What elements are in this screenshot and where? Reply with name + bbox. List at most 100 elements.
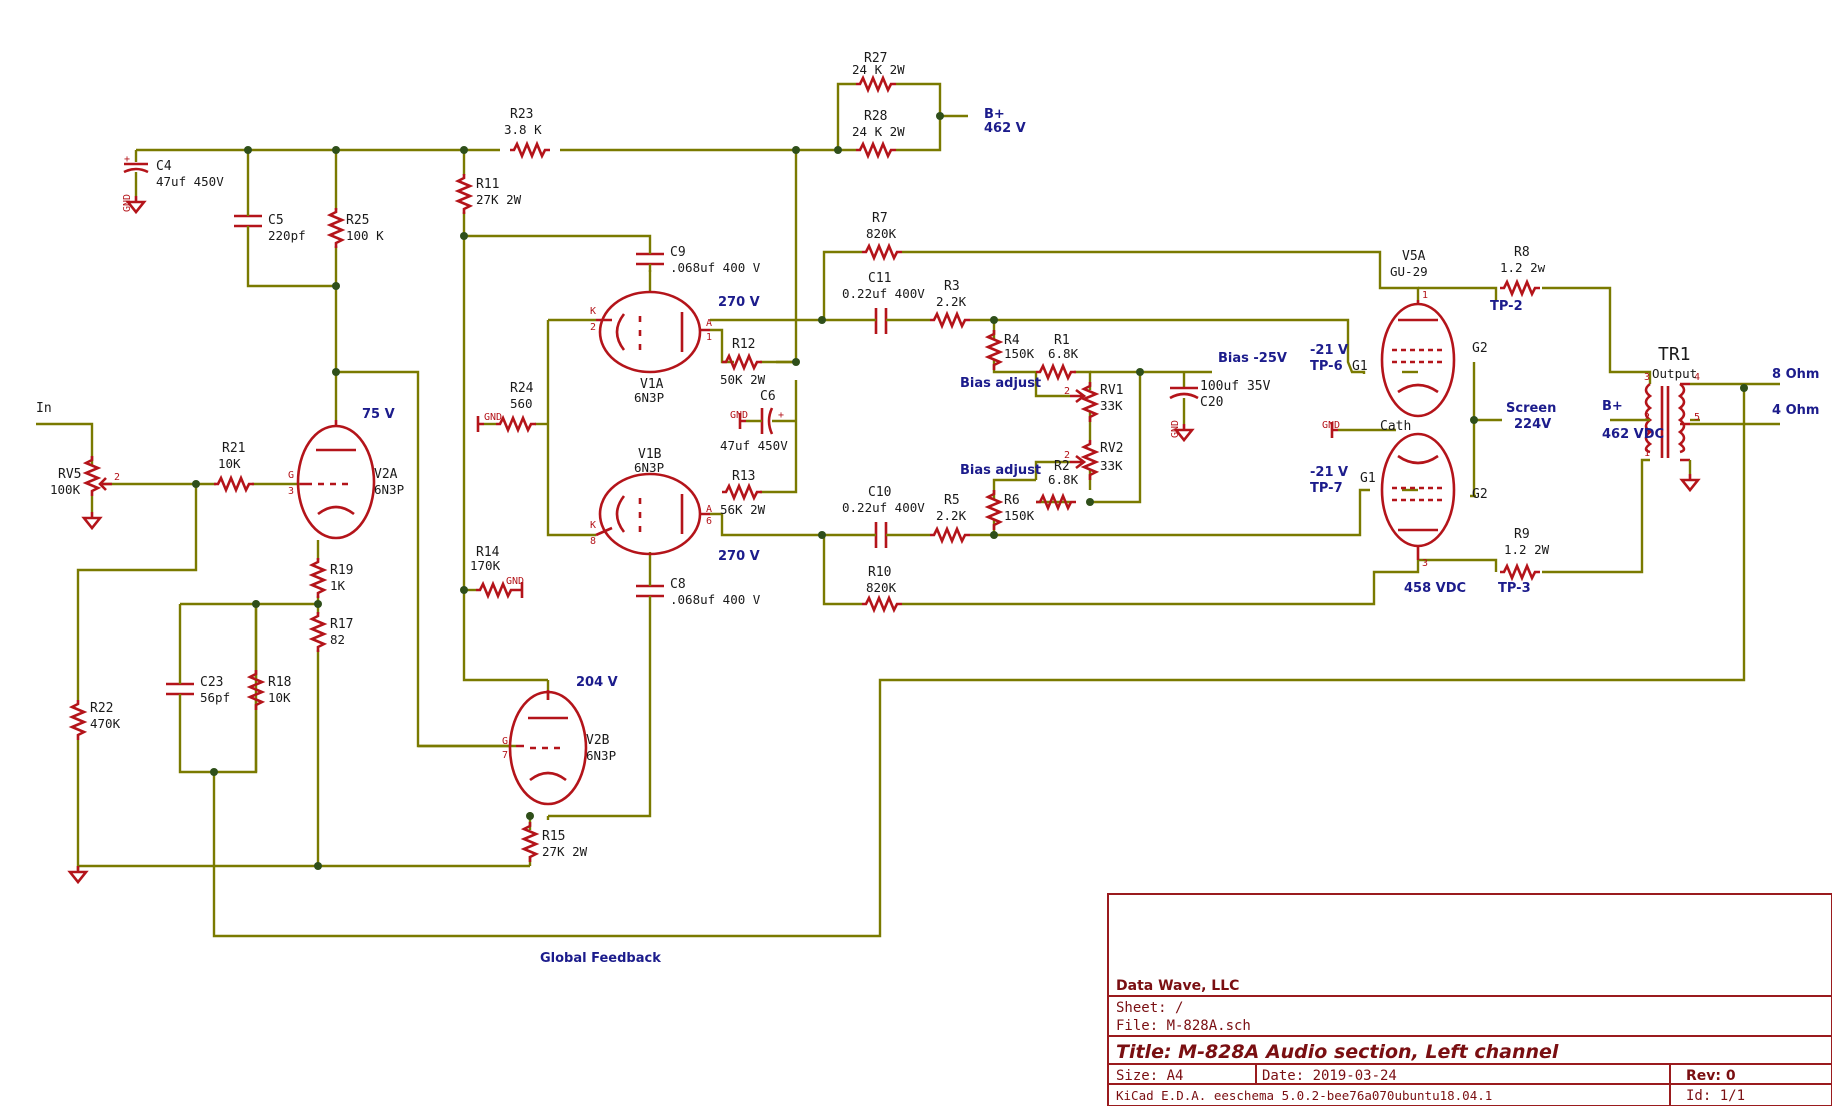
sheet-info: Sheet: / — [1116, 1000, 1183, 1016]
size-info: Size: A4 — [1116, 1068, 1183, 1084]
svg-text:7: 7 — [502, 750, 508, 761]
svg-text:R27: R27 — [864, 51, 887, 66]
svg-text:2: 2 — [1644, 412, 1650, 423]
svg-text:150K: 150K — [1004, 346, 1035, 361]
resistor-r28: R28 24 K 2W — [852, 109, 905, 158]
title-block: Data Wave, LLC Sheet: / File: M-828A.sch… — [1107, 893, 1832, 1106]
svg-text:820K: 820K — [866, 580, 897, 595]
svg-text:1.2 2W: 1.2 2W — [1504, 542, 1550, 557]
svg-text:6.8K: 6.8K — [1048, 346, 1079, 361]
transformer-tr1: 3 2 1 4 5 TR1 Output — [1644, 344, 1700, 492]
tp3-label: TP-3 — [1498, 581, 1531, 596]
svg-text:R8: R8 — [1514, 245, 1530, 260]
svg-text:R15: R15 — [542, 829, 565, 844]
svg-text:C8: C8 — [670, 577, 686, 592]
svg-text:G: G — [502, 736, 508, 747]
svg-text:C20: C20 — [1200, 395, 1223, 410]
svg-text:1: 1 — [706, 332, 712, 343]
svg-text:R6: R6 — [1004, 493, 1020, 508]
svg-text:.068uf 400 V: .068uf 400 V — [670, 260, 761, 275]
resistor-r1: R1 6.8K — [1034, 333, 1079, 380]
svg-text:470K: 470K — [90, 716, 121, 731]
cathode-ground-icon — [1330, 422, 1338, 438]
resistor-r13: R13 56K 2W — [720, 469, 766, 517]
svg-text:GND: GND — [122, 194, 133, 212]
id-info: Id: 1/1 — [1686, 1088, 1745, 1104]
svg-text:56K 2W: 56K 2W — [720, 502, 766, 517]
svg-text:RV5: RV5 — [58, 467, 81, 482]
schematic-title: Title: M-828A Audio section, Left channe… — [1116, 1041, 1559, 1063]
svg-text:3: 3 — [1422, 558, 1428, 569]
svg-text:+: + — [778, 410, 784, 421]
rev-info: Rev: 0 — [1686, 1068, 1736, 1084]
svg-text:100uf 35V: 100uf 35V — [1200, 379, 1271, 394]
svg-text:R2: R2 — [1054, 459, 1070, 474]
svg-text:V2A: V2A — [374, 467, 398, 482]
svg-text:G2: G2 — [1472, 341, 1488, 356]
capacitor-c4: + GND C4 47uf 450V — [122, 154, 224, 214]
resistor-r24: R24 560 GND — [476, 381, 538, 432]
g1-top-voltage: -21 V — [1310, 343, 1348, 358]
ground-symbol — [68, 864, 88, 884]
svg-text:C11: C11 — [868, 271, 891, 286]
v458-label: 458 VDC — [1404, 581, 1466, 596]
svg-text:50K 2W: 50K 2W — [720, 372, 766, 387]
capacitor-c20: GND 100uf 35V C20 — [1169, 379, 1271, 442]
svg-text:K: K — [590, 520, 596, 531]
svg-text:1.2 2w: 1.2 2w — [1500, 260, 1546, 275]
svg-text:C23: C23 — [200, 675, 223, 690]
capacitor-c9: C9 .068uf 400 V — [636, 244, 761, 275]
svg-text:6N3P: 6N3P — [374, 482, 404, 497]
svg-text:820K: 820K — [866, 226, 897, 241]
ohm4-label: 4 Ohm — [1772, 403, 1819, 418]
svg-text:3: 3 — [288, 486, 294, 497]
resistor-r17: R17 82 — [310, 610, 353, 654]
svg-text:GND: GND — [1170, 420, 1181, 438]
resistor-r4: R4 150K — [986, 328, 1035, 372]
svg-text:R12: R12 — [732, 337, 755, 352]
svg-text:R21: R21 — [222, 441, 245, 456]
svg-text:220pf: 220pf — [268, 228, 306, 243]
bplus-out-label: B+ — [1602, 399, 1623, 414]
capacitor-c10: C10 0.22uf 400V — [842, 485, 925, 548]
input-label: In — [36, 401, 52, 416]
bplus-voltage: 462 V — [984, 121, 1026, 136]
svg-text:G1: G1 — [1360, 471, 1376, 486]
svg-text:V2B: V2B — [586, 733, 610, 748]
svg-text:R19: R19 — [330, 563, 353, 578]
svg-text:33K: 33K — [1100, 458, 1123, 473]
svg-text:V5A: V5A — [1402, 249, 1426, 264]
svg-text:A: A — [706, 318, 712, 329]
svg-text:C9: C9 — [670, 245, 686, 260]
svg-text:56pf: 56pf — [200, 690, 230, 705]
resistor-r25: R25 100 K — [328, 206, 384, 250]
svg-text:R5: R5 — [944, 493, 960, 508]
svg-text:10K: 10K — [218, 456, 241, 471]
company-name: Data Wave, LLC — [1116, 978, 1239, 994]
svg-text:6N3P: 6N3P — [586, 748, 616, 763]
resistor-r11: R11 27K 2W — [456, 172, 522, 216]
svg-text:R23: R23 — [510, 107, 533, 122]
svg-text:6.8K: 6.8K — [1048, 472, 1079, 487]
svg-text:47uf 450V: 47uf 450V — [720, 438, 788, 453]
resistor-r5: R5 2.2K — [928, 493, 972, 543]
tube-v1b: K 8 A 6 V1B 6N3P — [590, 447, 712, 556]
svg-text:4: 4 — [1694, 372, 1700, 383]
svg-text:24 K 2W: 24 K 2W — [852, 124, 905, 139]
svg-text:8: 8 — [590, 536, 596, 547]
svg-text:1: 1 — [1644, 448, 1650, 459]
svg-text:170K: 170K — [470, 558, 501, 573]
pot-rv2: 2 RV2 33K — [1064, 438, 1123, 482]
svg-text:0.22uf 400V: 0.22uf 400V — [842, 500, 925, 515]
resistor-r22: R22 470K — [70, 698, 121, 742]
svg-text:R17: R17 — [330, 617, 353, 632]
svg-text:5: 5 — [1694, 412, 1700, 423]
tube-v5a: 1 3 V5A GU-29 — [1380, 249, 1456, 569]
bias-label: Bias -25V — [1218, 351, 1287, 366]
svg-text:RV2: RV2 — [1100, 441, 1123, 456]
svg-text:.068uf 400 V: .068uf 400 V — [670, 592, 761, 607]
capacitor-c6: + GND C6 47uf 450V — [720, 389, 796, 453]
svg-text:Output: Output — [1652, 366, 1697, 381]
svg-text:2.2K: 2.2K — [936, 294, 967, 309]
bias-adjust-2-label: Bias adjust — [960, 463, 1041, 478]
